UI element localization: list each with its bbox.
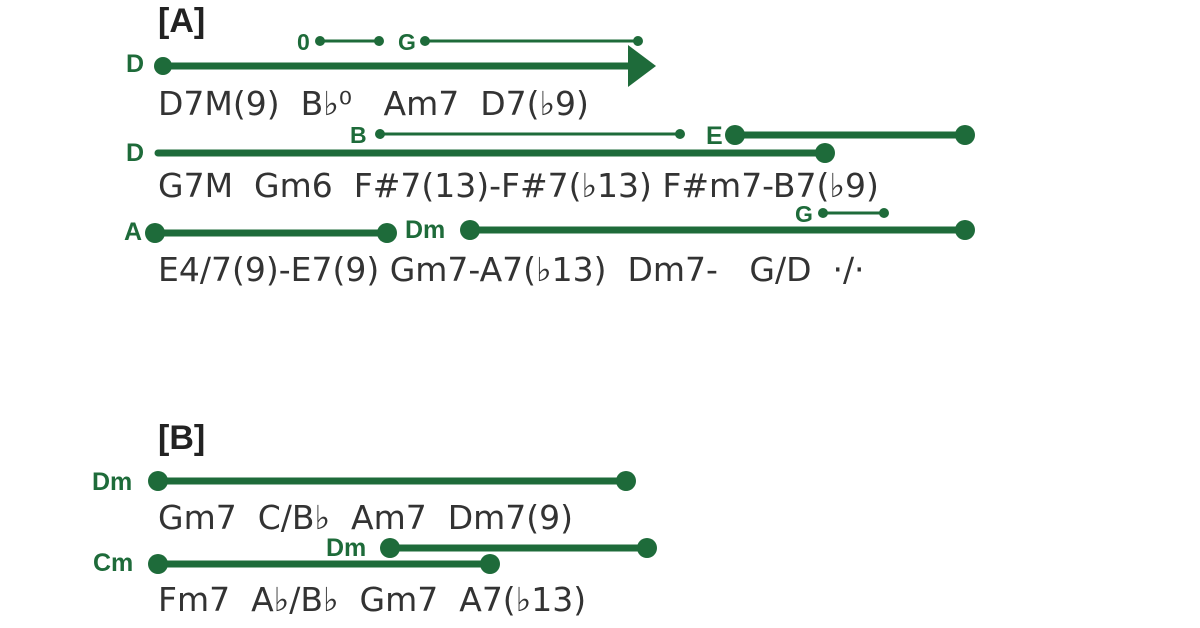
key-label-dm: Dm [326,534,366,562]
line-end-dot [633,36,643,46]
key-label-g: G [795,201,813,227]
line-end-dot [955,220,975,240]
line-start-dot [315,36,325,46]
chord-row-a2: G7M Gm6 F#7(13)-F#7(♭13) F#m7-B7(♭9) [158,166,879,205]
line-end-dot [377,223,397,243]
line-end-dot [815,143,835,163]
key-label-a: A [124,218,142,246]
key-label-b: B [350,122,367,148]
line-start-dot [148,471,168,491]
section-a-heading: [A] [158,2,205,40]
chord-row-b2: Fm7 A♭/B♭ Gm7 A7(♭13) [158,580,586,619]
key-label-e: E [706,122,723,150]
line-end-dot [374,36,384,46]
key-label-cm: Cm [93,549,133,577]
line-end-dot [637,538,657,558]
chord-row-a1: D7M(9) B♭⁰ Am7 D7(♭9) [158,84,589,123]
line-end-dot [616,471,636,491]
line-start-dot [154,57,172,75]
line-end-dot [955,125,975,145]
section-b-heading: [B] [158,419,205,457]
chord-row-a3: E4/7(9)-E7(9) Gm7-A7(♭13) Dm7- G/D ·/· [158,250,865,289]
line-start-dot [818,208,828,218]
line-end-dot [675,129,685,139]
key-label-d: D [126,50,144,78]
line-end-dot [480,554,500,574]
line-start-dot [375,129,385,139]
chord-row-b1: Gm7 C/B♭ Am7 Dm7(9) [158,498,573,537]
line-start-dot [148,554,168,574]
key-label-d: D [126,139,144,167]
key-label-dm: Dm [92,468,132,496]
line-start-dot [460,220,480,240]
key-label-g: G [398,29,416,55]
line-end-dot [879,208,889,218]
line-start-dot [380,538,400,558]
key-label-diminished: 0 [297,29,310,55]
line-start-dot [725,125,745,145]
line-start-dot [145,223,165,243]
line-start-dot [420,36,430,46]
key-label-dm: Dm [405,216,445,244]
